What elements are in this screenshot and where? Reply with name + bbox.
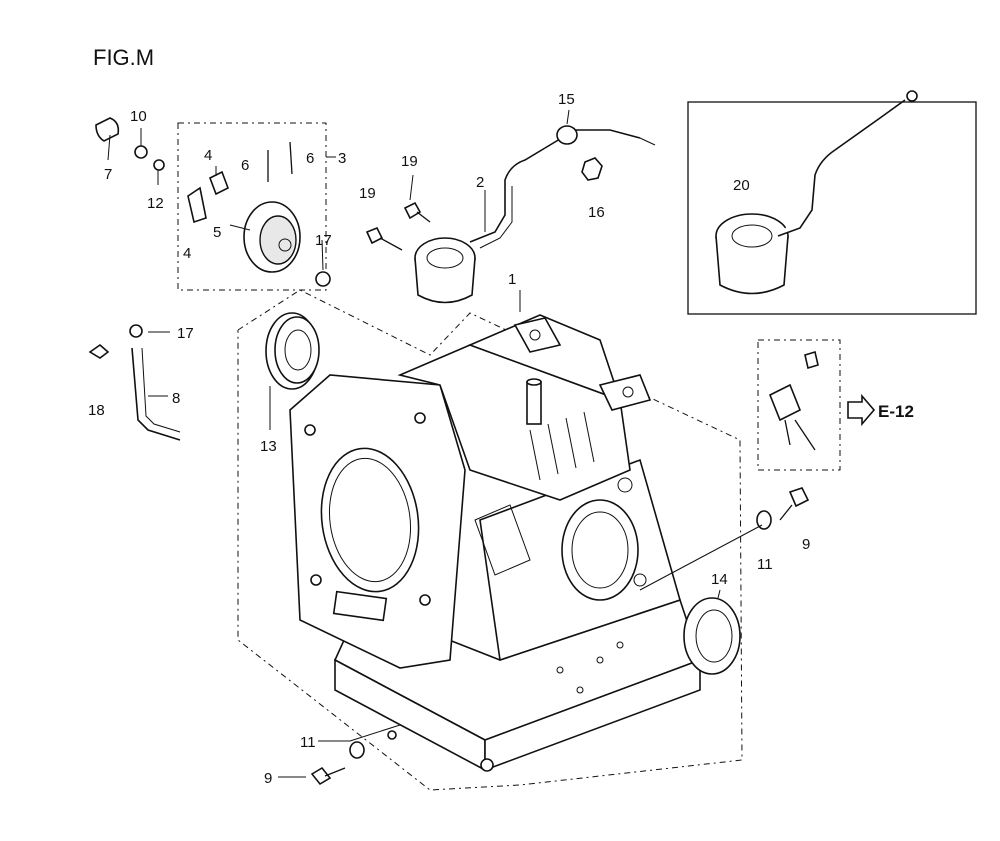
callout-4-top: 4 [204,147,212,164]
callout-5: 5 [213,224,221,241]
callout-13: 13 [260,438,277,455]
callout-4-bottom: 4 [183,245,191,262]
callout-18: 18 [88,402,105,419]
weight-4-bottom [187,186,207,224]
washer-10 [134,145,148,159]
oil-switch-20 [715,90,918,295]
bolt-19-b [365,226,403,251]
sensor-bracket [768,350,819,451]
callout-15: 15 [558,91,575,108]
callout-9-bottom: 9 [264,770,272,787]
figure-title: FIG.M [93,45,154,70]
callout-6-right: 6 [306,150,314,167]
grommet-15 [556,125,578,145]
callout-14: 14 [711,571,728,588]
ref-label: E-12 [878,402,914,421]
oil-seal-14 [683,597,741,675]
leader-lines [107,109,763,778]
callout-19-left: 19 [359,185,376,202]
sensor-group-box [757,339,841,471]
pin-6-right [289,141,293,175]
plug-7 [95,117,120,142]
washer-11-bottom [349,741,365,759]
bolt-19-a [403,201,431,223]
ref-arrow [847,393,876,427]
callout-10: 10 [130,108,147,125]
bolt-9-bottom [310,766,346,786]
inset-box [687,101,977,315]
governor-gear-5 [243,201,301,273]
callout-17-left: 17 [177,325,194,342]
callout-3: 3 [338,150,346,167]
clip-18 [88,343,110,359]
callout-11-right: 11 [757,556,773,573]
callout-7: 7 [104,166,112,183]
bearing-13 [265,312,320,390]
callout-12: 12 [147,195,164,212]
callout-11-bottom: 11 [300,734,316,751]
oil-switch-2 [414,129,656,304]
crankcase-group-outline [237,289,743,791]
callout-1: 1 [508,271,516,288]
callout-2: 2 [476,174,484,191]
washer-17-left [129,324,143,338]
callout-6-left: 6 [241,157,249,174]
callout-8: 8 [172,390,180,407]
washer-12 [153,159,165,171]
washer-11-right [756,510,772,530]
nut-16 [581,157,603,181]
callout-19-top: 19 [401,153,418,170]
bolt-9-right [779,487,810,521]
weight-4-top [208,170,230,196]
callout-17-gov: 17 [315,232,332,249]
crankcase-body [289,314,702,772]
callout-16: 16 [588,204,605,221]
washer-17-gov [315,271,331,287]
governor-group-box [177,122,327,291]
callout-9-right: 9 [802,536,810,553]
callout-20: 20 [733,177,750,194]
breather-tube-8 [131,347,181,441]
